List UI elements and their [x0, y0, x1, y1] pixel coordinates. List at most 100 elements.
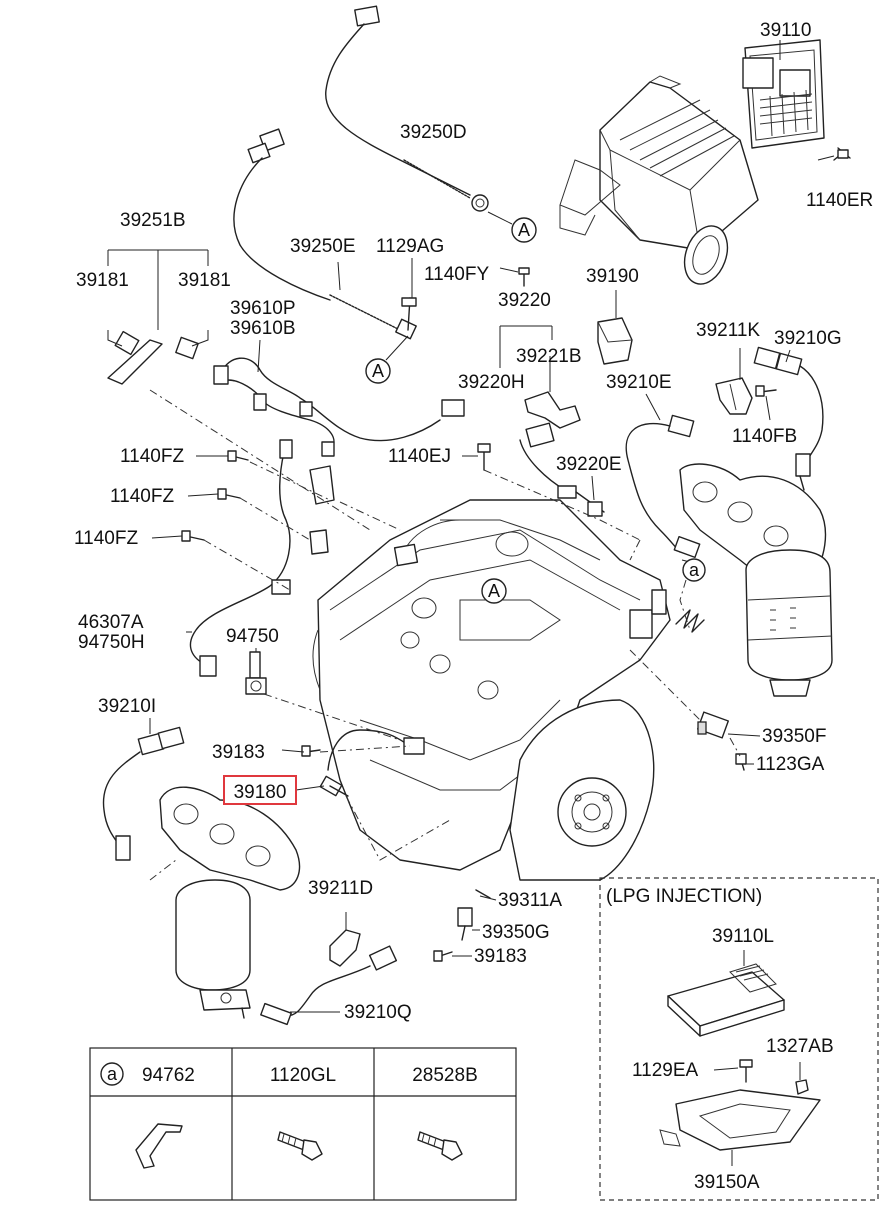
sensor-39220E: [519, 422, 605, 517]
label-39251B: 39251B: [120, 210, 186, 231]
guide-line: [629, 539, 641, 561]
label-1140FZ: 1140FZ: [74, 528, 138, 549]
bolt-28528B: [417, 1131, 463, 1161]
label-1327AB: 1327AB: [766, 1036, 834, 1057]
guide-line: [483, 469, 641, 541]
reference-letter: A: [518, 220, 530, 240]
highlighted-part-39180[interactable]: 39180: [223, 775, 297, 805]
label-39220E: 39220E: [556, 454, 622, 475]
leader-line: [337, 261, 341, 291]
label-39220: 39220: [498, 290, 551, 311]
leader-line: [151, 535, 183, 539]
leader-line: [785, 349, 791, 363]
guide-line: [249, 461, 331, 501]
label-39250E: 39250E: [290, 236, 356, 257]
leader-line: [765, 395, 771, 421]
bolt-1140FZ-b: [217, 488, 241, 500]
bolt-1129EA: [713, 1059, 753, 1083]
guide-line: [263, 693, 401, 741]
wiring-harness-39610: [213, 357, 465, 457]
exhaust-manifold-left: [159, 786, 301, 1019]
guide-line: [345, 795, 451, 861]
leader-line: [385, 335, 409, 361]
reference-marker-a: a: [682, 558, 706, 582]
sensor-39350G: [457, 907, 473, 941]
table-marker-a: a: [100, 1062, 124, 1086]
label-39210I: 39210I: [98, 696, 156, 717]
reference-letter: A: [488, 581, 500, 601]
leader-line: [487, 211, 513, 225]
label-39110: 39110: [760, 20, 811, 41]
table-header-1120GL: 1120GL: [270, 1065, 336, 1086]
bellhousing: [509, 699, 655, 881]
bracket-39221B: [524, 356, 581, 429]
label-46307A: 46307A: [78, 612, 144, 633]
guide-line: [149, 859, 177, 881]
label-39610P: 39610P: [230, 298, 296, 319]
leader-line: [479, 895, 497, 901]
label-39350F: 39350F: [762, 726, 826, 747]
leader-line: [187, 493, 219, 497]
bracket-39211K: [715, 377, 753, 415]
label-39181: 39181: [76, 270, 129, 291]
leader-line: [499, 267, 519, 273]
label-1129EA: 1129EA: [632, 1060, 699, 1081]
label-39211D: 39211D: [308, 878, 373, 899]
bolt-39183-b: [433, 950, 453, 962]
guide-line: [203, 539, 291, 591]
oxygen-sensor-39250D: [325, 5, 489, 212]
label-39350G: 39350G: [482, 922, 550, 943]
bracket-39251B: [107, 249, 209, 385]
reference-letter: A: [372, 361, 384, 381]
label-39183: 39183: [212, 742, 265, 763]
oxygen-sensor-39250E: [233, 128, 417, 340]
highlight-box: [223, 775, 297, 805]
leader-line: [295, 785, 325, 791]
table-header-94762: 94762: [142, 1065, 195, 1086]
label-39221B: 39221B: [516, 346, 582, 367]
leader-line: [591, 475, 595, 501]
bolt-1140ER: [833, 147, 851, 161]
bracket-39211D: [329, 912, 361, 967]
guide-line: [319, 745, 411, 753]
label-94750H: 94750H: [78, 632, 145, 653]
guide-line: [149, 389, 371, 531]
label-1140FZ: 1140FZ: [120, 446, 184, 467]
bolt-1140EJ: [477, 443, 491, 471]
guide-line: [729, 737, 741, 757]
guide-line: [679, 579, 691, 631]
oxygen-sensor-39210G: [753, 346, 824, 491]
label-39311A: 39311A: [498, 890, 562, 911]
label-39211K: 39211K: [696, 320, 760, 341]
label-39181: 39181: [178, 270, 231, 291]
guide-line: [629, 649, 701, 721]
label-39190: 39190: [586, 266, 639, 287]
leader-line: [645, 393, 661, 421]
label-39210G: 39210G: [774, 328, 842, 349]
label-94750: 94750: [226, 626, 279, 647]
leader-line: [817, 155, 835, 161]
bracket-39150A: [659, 1089, 821, 1151]
reference-letter: a: [689, 560, 700, 580]
label-1140FB: 1140FB: [732, 426, 797, 447]
bolt-1140FZ-a: [227, 450, 249, 462]
label-1123GA: 1123GA: [756, 754, 825, 775]
guide-line: [239, 497, 311, 541]
exhaust-manifold-right: [679, 463, 833, 697]
nut-1327AB: [795, 1062, 809, 1095]
hardware-table: a 94762 1120GL 28528B: [89, 1047, 517, 1201]
bolt-1140FZ-c: [181, 530, 205, 542]
leader-line: [281, 749, 305, 753]
label-39220H: 39220H: [458, 372, 525, 393]
air-cleaner-assembly: [559, 75, 759, 285]
relay-39190: [597, 317, 633, 365]
label-39210E: 39210E: [606, 372, 672, 393]
label-39610B: 39610B: [230, 318, 296, 339]
ecu-module-39110: [742, 39, 825, 149]
label-39180: 39180: [234, 782, 287, 803]
oxygen-sensor-39210I: [102, 726, 185, 861]
table-header-28528B: 28528B: [412, 1065, 478, 1086]
bolt-1120GL: [277, 1131, 323, 1161]
lpg-panel-title: (LPG INJECTION): [606, 886, 762, 907]
bolt-1140FY: [518, 267, 530, 287]
